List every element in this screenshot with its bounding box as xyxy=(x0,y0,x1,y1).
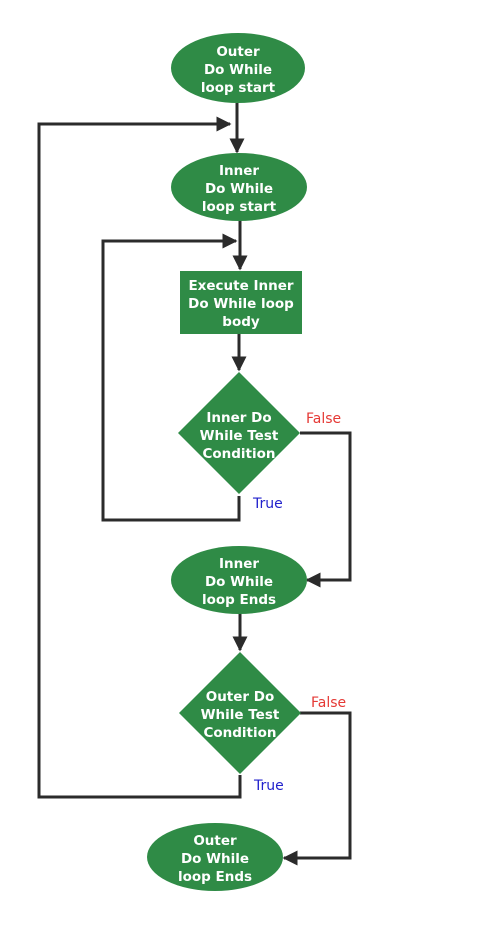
outer-end-label-line-3: loop Ends xyxy=(178,869,252,885)
inner-body-label-line-1: Execute Inner xyxy=(188,278,293,294)
outer-start-label-line-3: loop start xyxy=(201,80,276,96)
node-outer-end: Outer Do While loop Ends xyxy=(147,823,283,891)
inner-body-box xyxy=(180,271,302,334)
outer-end-label-line-1: Outer xyxy=(193,833,237,849)
inner-end-ellipse xyxy=(171,546,307,614)
edge-inner-true-loop xyxy=(101,233,241,522)
inner-condition-label-line-2: While Test xyxy=(200,428,279,444)
node-inner-start: Inner Do While loop start xyxy=(171,153,307,221)
node-inner-condition: Inner Do While Test Condition xyxy=(178,372,300,494)
inner-condition-label-line-1: Inner Do xyxy=(206,410,271,426)
outer-condition-label-line-1: Outer Do xyxy=(206,689,275,705)
inner-start-ellipse xyxy=(171,153,307,221)
outer-start-label-line-2: Do While xyxy=(204,62,272,78)
inner-start-label-line-2: Do While xyxy=(205,181,273,197)
outer-end-label-line-2: Do While xyxy=(181,851,249,867)
node-outer-start: Outer Do While loop start xyxy=(171,33,305,103)
inner-condition-diamond xyxy=(178,372,300,494)
outer-true-label: True xyxy=(253,778,284,794)
edge-outer-true-loop xyxy=(37,116,242,799)
outer-false-label: False xyxy=(311,695,346,711)
inner-body-label-line-2: Do While loop xyxy=(188,296,294,312)
node-inner-end: Inner Do While loop Ends xyxy=(171,546,307,614)
inner-end-label-line-2: Do While xyxy=(205,574,273,590)
inner-true-label: True xyxy=(252,496,283,512)
outer-end-ellipse xyxy=(147,823,283,891)
edge-inner-false xyxy=(300,431,352,588)
inner-start-label-line-1: Inner xyxy=(219,163,259,179)
outer-start-ellipse xyxy=(171,33,305,103)
inner-start-label-line-3: loop start xyxy=(202,199,277,215)
outer-start-label-line-1: Outer xyxy=(216,44,260,60)
inner-body-label-line-3: body xyxy=(222,314,260,330)
node-inner-body: Execute Inner Do While loop body xyxy=(180,271,302,334)
inner-false-label: False xyxy=(306,411,341,427)
inner-condition-label-line-3: Condition xyxy=(202,446,275,462)
inner-end-label-line-1: Inner xyxy=(219,556,259,572)
connectors xyxy=(37,103,352,866)
edge-outer-false xyxy=(282,711,352,866)
node-outer-condition: Outer Do While Test Condition xyxy=(179,652,301,774)
outer-condition-label-line-3: Condition xyxy=(203,725,276,741)
inner-end-label-line-3: loop Ends xyxy=(202,592,276,608)
outer-condition-diamond xyxy=(179,652,301,774)
outer-condition-label-line-2: While Test xyxy=(201,707,280,723)
